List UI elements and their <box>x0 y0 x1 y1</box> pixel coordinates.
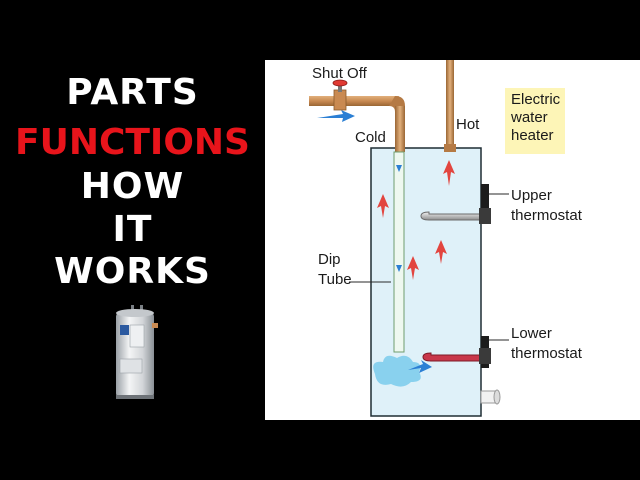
cold-flow-arrow-icon <box>317 110 355 122</box>
diagram-title-line: heater <box>511 127 554 144</box>
headline-how: HOW <box>80 166 185 207</box>
hot-flow-arrow-icon <box>407 256 419 280</box>
upper-thermostat-label: thermostat <box>511 207 582 224</box>
hot-label: Hot <box>456 116 480 133</box>
hot-flow-arrow-icon <box>435 240 447 264</box>
cold-inlet-pipe <box>309 96 405 152</box>
headline-parts: PARTS <box>66 72 199 113</box>
headline-it: IT <box>112 209 153 250</box>
hot-outlet-pipe <box>444 60 456 152</box>
drain-valve-icon <box>480 389 501 405</box>
diagram-title-line: water <box>511 109 548 126</box>
water-heater-diagram: Shut Off Cold Hot Electric water heater … <box>265 60 640 420</box>
shut-off-valve-icon <box>332 79 348 111</box>
dip-tube-label: Dip <box>318 251 341 268</box>
lower-thermostat-label: Lower <box>511 325 552 342</box>
dip-tube-label: Tube <box>318 271 352 288</box>
hot-flow-arrow-icon <box>377 194 389 218</box>
cold-label: Cold <box>355 129 386 146</box>
lower-thermostat-label: thermostat <box>511 345 582 362</box>
cold-water-splash-icon <box>373 355 432 387</box>
headline-works: WORKS <box>54 251 211 292</box>
upper-thermostat-label: Upper <box>511 187 552 204</box>
shut-off-label: Shut Off <box>312 65 367 82</box>
lower-heating-element <box>422 352 486 362</box>
dip-tube <box>393 151 405 353</box>
upper-thermostat-icon <box>479 184 491 224</box>
water-heater-thumbnail-icon <box>116 305 158 399</box>
lower-thermostat-icon <box>479 336 491 368</box>
hot-flow-arrow-icon <box>443 160 455 186</box>
diagram-title-line: Electric <box>511 91 561 108</box>
title-panel: PARTS FUNCTIONS HOW IT WORKS <box>0 0 265 480</box>
upper-heating-element <box>420 211 486 221</box>
diagram-title-box: Electric water heater <box>505 88 565 154</box>
headline-functions: FUNCTIONS <box>15 122 250 163</box>
